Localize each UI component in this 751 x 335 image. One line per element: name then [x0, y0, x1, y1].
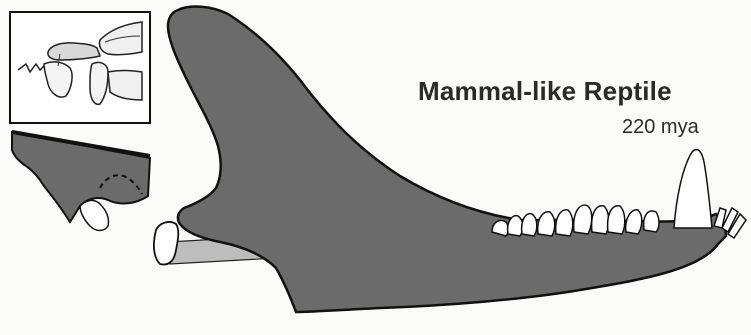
- age-label: 220 mya: [622, 115, 699, 139]
- canine-tooth: [674, 150, 712, 228]
- joint-detail-inset: [10, 12, 150, 123]
- dentary-bone: [168, 7, 726, 312]
- rear-jaw-fragment: [12, 132, 150, 231]
- teeth-row: [492, 150, 746, 238]
- title-label: Mammal-like Reptile: [418, 76, 738, 106]
- fragment-bone-piece: [80, 200, 109, 230]
- inset-skull-piece: [48, 43, 100, 60]
